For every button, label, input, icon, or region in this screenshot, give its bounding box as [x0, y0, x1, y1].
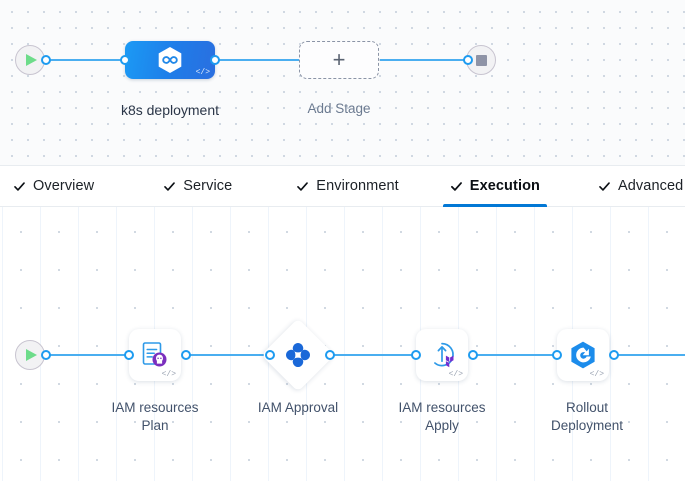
tab-label-environment: Environment	[316, 178, 399, 194]
plus-icon: +	[332, 47, 346, 72]
add-stage-label: Add Stage	[307, 101, 371, 116]
tab-label-service: Service	[183, 178, 233, 194]
port-end-in[interactable]	[463, 55, 473, 65]
tab-execution[interactable]: Execution	[437, 165, 553, 207]
argo-rollout-hexagon-icon	[571, 341, 595, 369]
pipeline-stage-canvas[interactable]: </> k8s deployment + Add Stage	[0, 0, 685, 165]
port-k8s-out[interactable]	[210, 55, 220, 65]
step-label-iam-resources-apply: IAM resources Apply	[398, 400, 486, 433]
tab-label-execution: Execution	[469, 178, 540, 194]
edge-rollout-to-next	[614, 354, 685, 356]
stage-config-tabs: Overview Service Environment Execution A	[0, 165, 685, 207]
edge-start-to-k8s	[43, 59, 125, 61]
port-approval-in[interactable]	[265, 350, 275, 360]
tab-overview[interactable]: Overview	[0, 165, 107, 207]
stage-node-k8s-deployment[interactable]: </>	[125, 41, 215, 79]
check-icon	[450, 180, 463, 193]
execution-step-canvas[interactable]: </> IAM resources Plan IAM Approval	[0, 207, 685, 481]
port-apply-in[interactable]	[411, 350, 421, 360]
stage-label-k8s-deployment: k8s deployment	[120, 102, 220, 118]
edge-add-stage-to-end	[380, 59, 468, 61]
step-label-iam-approval: IAM Approval	[257, 400, 339, 415]
check-icon	[163, 180, 176, 193]
tab-environment[interactable]: Environment	[283, 165, 412, 207]
port-plan-in[interactable]	[124, 350, 134, 360]
check-icon	[13, 180, 26, 193]
port-k8s-in[interactable]	[120, 55, 130, 65]
play-icon	[26, 54, 37, 66]
step-node-iam-resources-plan[interactable]: </>	[129, 329, 181, 381]
edge-start-to-plan	[43, 354, 129, 356]
terraform-apply-rotate-icon	[434, 342, 454, 368]
port-plan-out[interactable]	[181, 350, 191, 360]
step-node-iam-resources-apply[interactable]: </>	[416, 329, 468, 381]
tab-advanced[interactable]: Advanced	[585, 165, 685, 207]
terraform-plan-document-icon	[142, 342, 167, 367]
port-exec-start-out[interactable]	[41, 350, 51, 360]
tab-label-overview: Overview	[33, 178, 95, 194]
check-icon	[598, 180, 611, 193]
stop-icon	[475, 54, 487, 66]
step-label-rollout-deployment: Rollout Deployment	[550, 400, 624, 433]
edge-k8s-to-add-stage	[215, 59, 300, 61]
stage-code-mark: </>	[195, 68, 210, 77]
port-rollout-in[interactable]	[552, 350, 562, 360]
step-code-mark: </>	[161, 370, 176, 379]
pipeline-start-node[interactable]	[15, 45, 45, 75]
port-rollout-out[interactable]	[609, 350, 619, 360]
step-label-iam-resources-plan: IAM resources Plan	[111, 400, 199, 433]
port-approval-out[interactable]	[325, 350, 335, 360]
edge-plan-to-approval	[186, 354, 270, 356]
edge-apply-to-rollout	[473, 354, 557, 356]
port-apply-out[interactable]	[468, 350, 478, 360]
add-stage-button[interactable]: +	[299, 41, 379, 79]
tab-service[interactable]: Service	[150, 165, 245, 207]
check-icon	[296, 180, 309, 193]
step-code-mark: </>	[448, 370, 463, 379]
tab-label-advanced: Advanced	[618, 178, 684, 194]
edge-approval-to-apply	[330, 354, 416, 356]
step-node-rollout-deployment[interactable]: </>	[557, 329, 609, 381]
port-start-out[interactable]	[41, 55, 51, 65]
harness-cd-hexagon-infinity-icon	[158, 47, 182, 73]
step-code-mark: </>	[589, 370, 604, 379]
play-icon	[26, 349, 37, 361]
